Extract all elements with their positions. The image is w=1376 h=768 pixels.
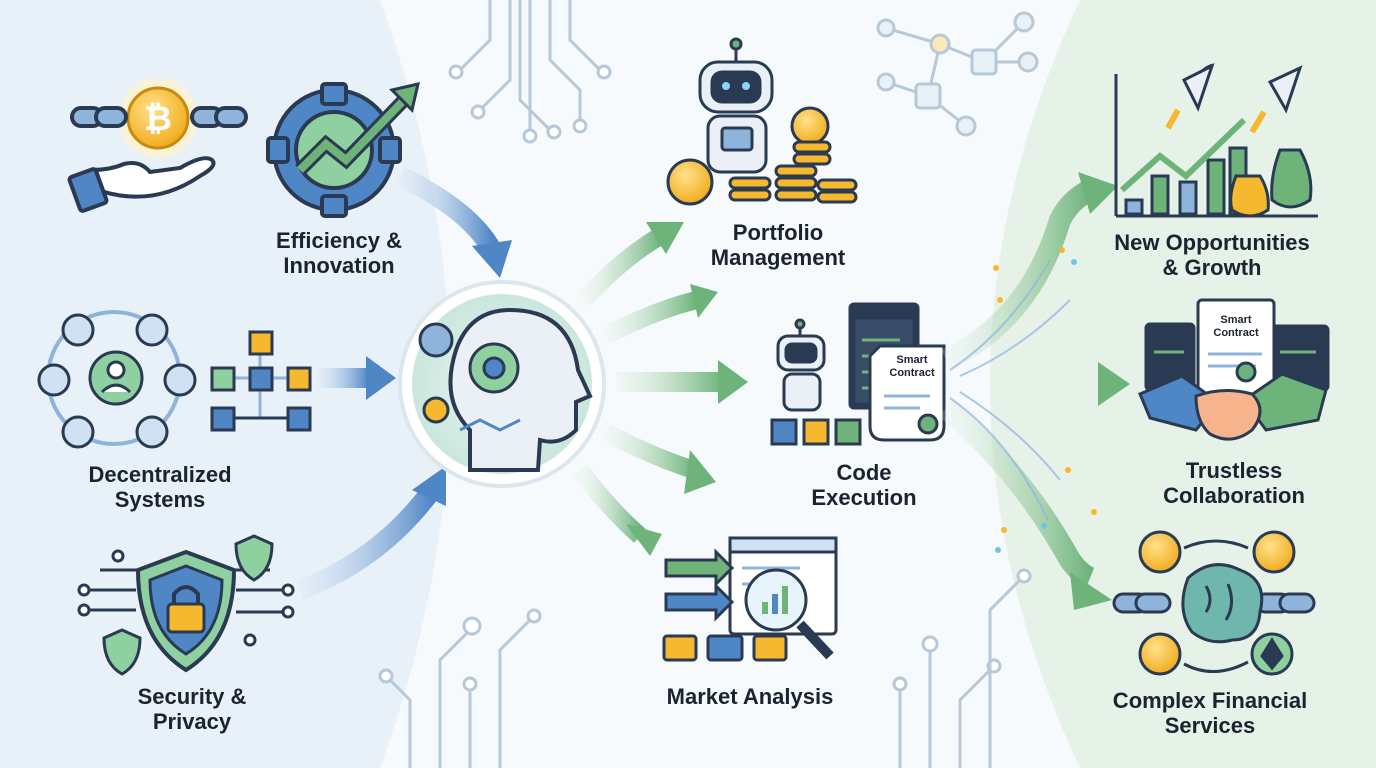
label-code-execution: Code Execution	[811, 460, 916, 510]
arrow-hub-to-code	[616, 360, 748, 404]
arrow-security-to-hub	[296, 466, 446, 600]
label-line: & Growth	[1162, 255, 1262, 280]
label-line: Portfolio	[732, 220, 824, 245]
gear-growth-icon	[266, 81, 421, 218]
svg-text:₿: ₿	[144, 100, 172, 138]
label-line: Security &	[137, 684, 247, 709]
label-line: Trustless	[1185, 458, 1283, 483]
handshake-icon	[1138, 298, 1330, 441]
smart-contract-doc-label: Smart Contract	[889, 354, 934, 380]
label-line: Privacy	[152, 709, 232, 734]
label-market-analysis: Market Analysis	[667, 684, 834, 709]
ai-head-icon	[398, 280, 606, 488]
arrow-hub-to-code-upper	[601, 284, 718, 344]
smart-contract-doc-label-right: Smart Contract	[1213, 314, 1258, 340]
label-line: Code	[836, 460, 892, 485]
label-line: Decentralized	[88, 462, 232, 487]
label-line: Efficiency &	[276, 228, 402, 253]
arrow-hub-to-code-lower	[601, 424, 716, 494]
flow-streams	[938, 172, 1130, 610]
brain-crypto-icon	[1112, 530, 1316, 676]
label-portfolio-management: Portfolio Management	[711, 220, 845, 270]
hand-coin-icon: ₿	[67, 78, 248, 213]
magnifier-chart-icon	[662, 536, 838, 662]
label-complex-financial-services: Complex Financial Services	[1113, 688, 1307, 738]
label-line: Collaboration	[1163, 483, 1305, 508]
arrow-hub-to-market	[572, 464, 662, 556]
robot-smart-contract-icon	[770, 302, 946, 446]
network-decoration	[876, 11, 1039, 137]
label-efficiency-innovation: Efficiency & Innovation	[276, 228, 402, 278]
label-line: Contract	[1213, 327, 1259, 339]
blockchain-cubes-icon	[210, 330, 312, 432]
robot-coins-icon	[666, 37, 858, 206]
circuit-decoration-top	[448, 0, 612, 144]
arrow-hub-to-portfolio	[577, 222, 684, 307]
label-line: Complex Financial	[1112, 688, 1308, 713]
label-line: Market Analysis	[666, 684, 834, 709]
label-line: Smart	[1220, 314, 1252, 326]
label-new-opportunities-growth: New Opportunities & Growth	[1114, 230, 1310, 280]
label-line: Smart	[896, 354, 928, 366]
rocket-growth-icon	[1114, 63, 1318, 218]
label-decentralized-systems: Decentralized Systems	[88, 462, 231, 512]
arrow-efficiency-to-hub	[395, 167, 512, 278]
label-line: Services	[1164, 713, 1256, 738]
shield-lock-icon	[77, 534, 295, 676]
label-line: Execution	[811, 485, 917, 510]
label-line: Systems	[114, 487, 206, 512]
label-security-privacy: Security & Privacy	[138, 684, 247, 734]
label-line: Management	[710, 245, 846, 270]
label-line: Contract	[889, 367, 935, 379]
network-icon	[37, 310, 197, 449]
label-line: Innovation	[283, 253, 395, 278]
circuit-decoration-bottom	[378, 568, 1032, 768]
arrow-decentralized-to-hub	[318, 356, 396, 400]
label-trustless-collaboration: Trustless Collaboration	[1163, 458, 1305, 508]
label-line: New Opportunities	[1114, 230, 1310, 255]
